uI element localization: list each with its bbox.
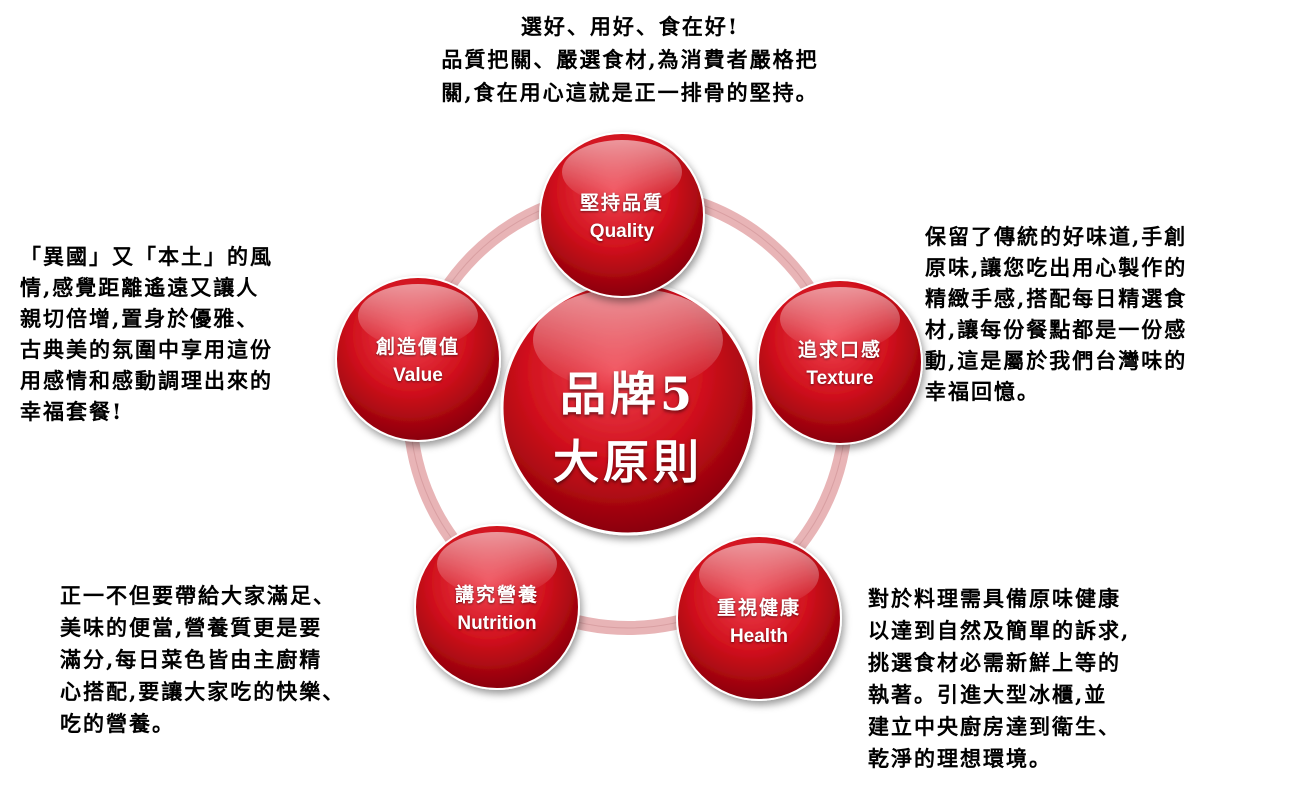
value-description: 「異國」又「本土」的風 情,感覺距離遙遠又讓人 親切倍增,置身於優雅、 古典美的… — [20, 244, 273, 424]
intro-text: 選好、用好、食在好! 品質把關、嚴選食材,為消費者嚴格把 關,食在用心這就是正一… — [441, 14, 819, 105]
center-circle — [500, 280, 756, 536]
node-value — [335, 276, 501, 442]
node-quality — [539, 132, 705, 298]
node-texture — [757, 279, 923, 445]
texture-description: 保留了傳統的好味道,手創 原味,讓您吃出用心製作的 精緻手感,搭配每日精選食 材… — [925, 224, 1188, 404]
node-nutrition — [414, 524, 580, 690]
node-health — [676, 535, 842, 701]
nutrition-description: 正一不但要帶給大家滿足、 美味的便當,營養質更是要 滿分,每日菜色皆由主廚精 心… — [60, 583, 346, 736]
health-description: 對於料理需具備原味健康 以達到自然及簡單的訴求, 挑選食材必需新鮮上等的 執著。… — [868, 586, 1131, 771]
